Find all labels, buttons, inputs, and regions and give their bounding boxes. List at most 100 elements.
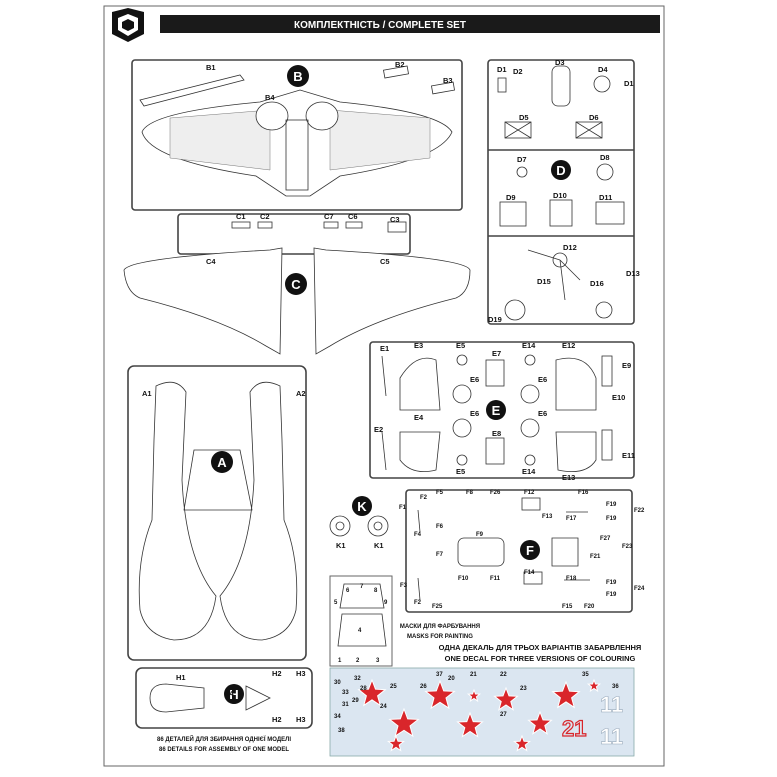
svg-text:E14: E14 — [522, 341, 536, 350]
decal-star — [493, 686, 519, 711]
svg-text:E6: E6 — [538, 375, 547, 384]
svg-text:F26: F26 — [490, 490, 501, 496]
svg-text:E5: E5 — [456, 467, 465, 476]
badge-d: D — [556, 163, 565, 178]
svg-text:F19: F19 — [606, 502, 617, 508]
badge-f: F — [526, 543, 534, 558]
svg-text:D16: D16 — [590, 279, 604, 288]
svg-text:F1: F1 — [399, 505, 407, 511]
sprue-h: H H1 H2 H2 H3 H3 H4 — [135, 667, 313, 729]
svg-text:D6: D6 — [589, 113, 599, 122]
svg-text:F8: F8 — [466, 490, 474, 496]
svg-text:E11: E11 — [622, 451, 635, 460]
decal-star — [456, 711, 484, 738]
decal-star — [466, 688, 482, 703]
svg-text:E4: E4 — [414, 413, 424, 422]
svg-text:24: 24 — [380, 704, 387, 710]
svg-text:K1: K1 — [336, 541, 346, 550]
svg-text:E6: E6 — [470, 409, 479, 418]
svg-text:E5: E5 — [456, 341, 465, 350]
svg-text:C1: C1 — [236, 212, 246, 221]
svg-text:33: 33 — [342, 690, 349, 696]
decal-white-number: 11 — [600, 692, 623, 717]
svg-text:7: 7 — [360, 584, 364, 590]
svg-text:E13: E13 — [562, 473, 575, 482]
brand-logo — [112, 8, 144, 42]
svg-text:F14: F14 — [524, 570, 535, 576]
svg-text:D13: D13 — [626, 269, 640, 278]
svg-text:D12: D12 — [563, 243, 577, 252]
svg-text:D11: D11 — [599, 193, 612, 202]
sprue-k: K K1 K1 — [329, 496, 389, 550]
svg-text:9: 9 — [384, 600, 388, 606]
svg-text:H4: H4 — [224, 689, 234, 698]
svg-text:21: 21 — [470, 672, 477, 678]
svg-text:C5: C5 — [380, 257, 390, 266]
svg-text:F21: F21 — [590, 554, 601, 560]
details-count-ua: 86 ДЕТАЛЕЙ ДЛЯ ЗБИРАННЯ ОДНІЄЇ МОДЕЛІ — [157, 735, 291, 743]
sprue-b: B B1 B2 B3 B4 — [131, 59, 463, 211]
decal-numbers: 20 21 22 23 24 25 26 27 28 29 30 31 32 3… — [334, 672, 619, 734]
svg-text:A2: A2 — [296, 389, 306, 398]
sprue-c: C C1 C2 C3 C4 C5 C6 C7 — [123, 212, 471, 355]
svg-text:E2: E2 — [374, 425, 383, 434]
svg-text:1: 1 — [338, 658, 342, 664]
svg-text:E9: E9 — [622, 361, 631, 370]
svg-text:E8: E8 — [492, 429, 501, 438]
svg-text:A1: A1 — [142, 389, 152, 398]
svg-text:F22: F22 — [634, 508, 645, 514]
svg-text:28: 28 — [360, 686, 367, 692]
svg-text:D8: D8 — [600, 153, 610, 162]
svg-text:D10: D10 — [553, 191, 567, 200]
header-bar — [160, 15, 660, 33]
decal-star — [357, 678, 387, 707]
svg-text:35: 35 — [582, 672, 589, 678]
decal-star — [586, 678, 602, 693]
decal-star — [424, 679, 456, 710]
svg-text:D2: D2 — [513, 67, 523, 76]
svg-text:38: 38 — [338, 728, 345, 734]
decal-tail-number: 21 — [562, 716, 586, 741]
svg-text:F27: F27 — [600, 536, 611, 542]
sprue-f: F F1 F2 F2 F3 F4 F5 F6 F7 F8 F9 F10 F11 … — [399, 489, 645, 613]
svg-text:F5: F5 — [436, 490, 444, 496]
svg-text:C2: C2 — [260, 212, 270, 221]
sprue-e: E E1 E2 E3 E4 E5 E5 E6 E6 E6 E6 E7 E8 E9… — [369, 341, 635, 482]
svg-text:E10: E10 — [612, 393, 625, 402]
svg-text:B4: B4 — [265, 93, 275, 102]
svg-text:D19: D19 — [488, 315, 502, 324]
svg-text:K1: K1 — [374, 541, 384, 550]
badge-c: C — [291, 277, 301, 292]
svg-text:D4: D4 — [598, 65, 608, 74]
svg-text:E3: E3 — [414, 341, 423, 350]
svg-text:20: 20 — [448, 676, 455, 682]
svg-text:8: 8 — [374, 588, 378, 594]
svg-text:30: 30 — [334, 680, 341, 686]
masks-sheet: 1 2 3 4 5 6 7 8 9 МАСКИ ДЛЯ ФАРБУВАННЯ M… — [329, 575, 480, 667]
svg-text:H3: H3 — [296, 715, 306, 724]
svg-text:F11: F11 — [490, 576, 501, 582]
svg-text:32: 32 — [354, 676, 361, 682]
svg-text:F13: F13 — [542, 514, 553, 520]
svg-text:F20: F20 — [584, 604, 595, 610]
masks-label-en: MASKS FOR PAINTING — [407, 634, 473, 640]
svg-text:F19: F19 — [606, 580, 617, 586]
svg-text:C7: C7 — [324, 212, 334, 221]
svg-text:27: 27 — [500, 712, 507, 718]
svg-text:2: 2 — [356, 658, 360, 664]
header-title: КОМПЛЕКТНІСТЬ / COMPLETE SET — [294, 20, 466, 31]
decal-sheet: 20 21 22 23 24 25 26 27 28 29 30 31 32 3… — [329, 667, 635, 757]
svg-text:F6: F6 — [436, 524, 444, 530]
details-count-en: 86 DETAILS FOR ASSEMBLY OF ONE MODEL — [159, 747, 289, 753]
svg-text:6: 6 — [346, 588, 350, 594]
svg-text:36: 36 — [612, 684, 619, 690]
svg-text:F2: F2 — [414, 600, 422, 606]
svg-text:23: 23 — [520, 686, 527, 692]
svg-text:B1: B1 — [206, 63, 216, 72]
decal-note-en: ONE DECAL FOR THREE VERSIONS OF COLOURIN… — [445, 654, 636, 663]
svg-text:F3: F3 — [400, 583, 408, 589]
svg-text:E7: E7 — [492, 349, 501, 358]
svg-text:F16: F16 — [578, 490, 589, 496]
svg-text:C6: C6 — [348, 212, 358, 221]
